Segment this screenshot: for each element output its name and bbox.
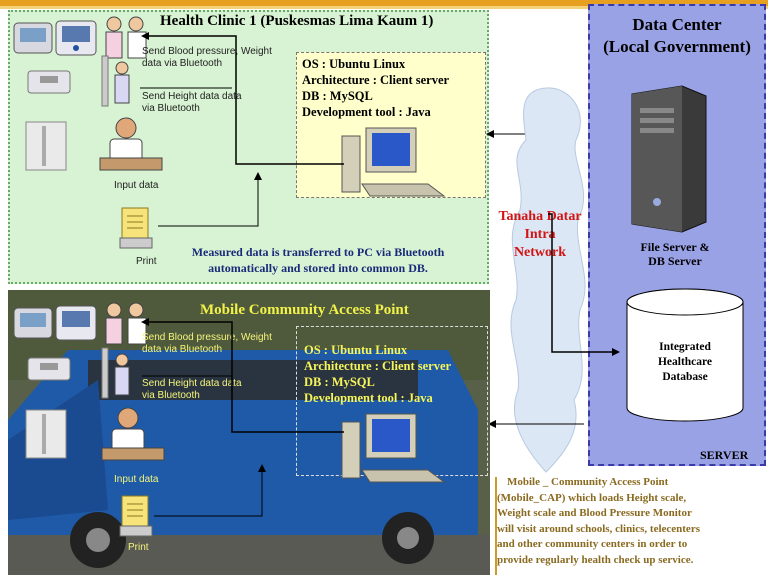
clinic-pc-icon xyxy=(341,127,446,197)
weight-scale-icon xyxy=(27,70,71,94)
send-height-text: Send Height data data via Bluetooth xyxy=(142,91,242,114)
mobile-height-scale-icon xyxy=(25,409,67,459)
mobile-height-measure-icon xyxy=(101,347,130,399)
server-tower-icon xyxy=(631,85,707,233)
printer-icon xyxy=(119,207,153,249)
mobile-weight-scale-icon xyxy=(27,357,71,381)
database-label: Integrated Healthcare Database xyxy=(620,340,750,385)
network-label: Tanaha Datar Intra Network xyxy=(486,208,594,262)
input-data-label: Input data xyxy=(114,180,159,191)
send-bp-text: Send Blood pressure, Weight data via Blu… xyxy=(142,46,272,69)
mobile-cap-title: Mobile Community Access Point xyxy=(200,302,409,318)
spec-architecture: Architecture : Client server xyxy=(302,73,450,87)
mobile-input-data-label: Input data xyxy=(114,474,159,485)
mobile-print-label: Print xyxy=(128,542,149,553)
spec-db: DB : MySQL xyxy=(302,89,373,103)
mobile-doctor-patient-icon xyxy=(105,302,147,345)
description-line-3: Weight scale and Blood Pressure Monitor xyxy=(497,507,692,519)
network-line-2: Intra xyxy=(524,227,556,242)
network-cloud xyxy=(510,87,586,473)
description-bar xyxy=(495,477,497,575)
mobile-spec-os: OS : Ubuntu Linux xyxy=(304,343,408,357)
mobile-blood-pressure-monitor-icon xyxy=(13,305,97,341)
clinic-specs: OS : Ubuntu Linux Architecture : Client … xyxy=(302,56,449,120)
database-line-3: Database xyxy=(662,371,708,383)
measured-line-2: automatically and stored into common DB. xyxy=(208,261,428,275)
measured-data-note: Measured data is transferred to PC via B… xyxy=(168,244,468,276)
data-center-title: Data Center (Local Government) xyxy=(588,14,766,58)
health-clinic-title: Health Clinic 1 (Puskesmas Lima Kaum 1) xyxy=(160,13,434,29)
data-center-title-line-1: Data Center xyxy=(632,15,722,34)
description-line-6: provide regularly health check up servic… xyxy=(497,553,694,566)
file-server-line-1: File Server & xyxy=(640,240,710,254)
blood-pressure-monitor-icon xyxy=(13,20,97,56)
mobile-spec-tool: Development tool : Java xyxy=(304,391,433,405)
mobile-send-height-text: Send Height data data via Bluetooth xyxy=(142,378,242,401)
file-server-label: File Server & DB Server xyxy=(600,240,750,268)
mobile-specs: OS : Ubuntu Linux Architecture : Client … xyxy=(304,342,451,406)
spec-os: OS : Ubuntu Linux xyxy=(302,57,406,71)
height-measure-icon xyxy=(101,55,130,107)
mobile-pc-icon xyxy=(341,413,446,483)
height-scale-icon xyxy=(25,121,67,171)
top-banner-stripe xyxy=(0,6,768,9)
mobile-cap-description: Mobile _ Community Access Point (Mobile_… xyxy=(497,475,767,568)
description-line-2: (Mobile_CAP) which loads Height scale, xyxy=(497,491,687,504)
mobile-printer-icon xyxy=(119,495,153,537)
mobile-spec-db: DB : MySQL xyxy=(304,375,375,389)
data-center-title-line-2: (Local Government) xyxy=(603,37,751,56)
top-banner xyxy=(0,0,768,7)
description-line-4: will visit around schools, clinics, tele… xyxy=(497,522,700,535)
spec-tool: Development tool : Java xyxy=(302,105,431,119)
network-line-1: Tanaha Datar xyxy=(498,209,582,224)
mobile-spec-architecture: Architecture : Client server xyxy=(304,359,452,373)
person-input-icon xyxy=(99,117,163,171)
description-line-5: and other community centers in order to xyxy=(497,538,688,550)
server-label: SERVER xyxy=(700,448,749,462)
mobile-send-bp-text: Send Blood pressure, Weight data via Blu… xyxy=(142,332,272,355)
clinic-pc-specs-box xyxy=(296,52,486,198)
description-line-1: Mobile _ Community Access Point xyxy=(507,476,669,488)
database-cylinder-icon xyxy=(626,288,744,422)
mobile-person-input-icon xyxy=(101,407,165,461)
database-line-2: Healthcare xyxy=(657,356,713,368)
database-line-1: Integrated xyxy=(659,341,711,353)
doctor-patient-icon xyxy=(105,16,147,59)
network-line-3: Network xyxy=(513,245,567,260)
measured-line-1: Measured data is transferred to PC via B… xyxy=(191,245,445,259)
print-label: Print xyxy=(136,256,157,267)
file-server-line-2: DB Server xyxy=(648,254,702,268)
